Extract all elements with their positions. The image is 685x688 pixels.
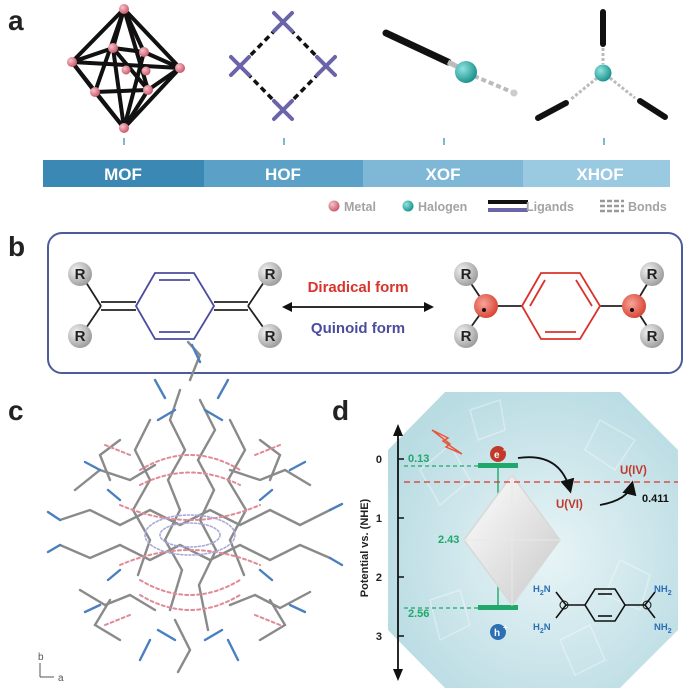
r-group-7: R — [647, 266, 658, 283]
u-vi-label: U(VI) — [556, 499, 583, 511]
valence-band — [478, 605, 518, 610]
equilibrium-arrow — [282, 302, 434, 312]
panel-label-d: d — [332, 395, 349, 426]
r-group-1: R — [75, 266, 86, 283]
legend: Metal Halogen Ligands Bonds — [328, 199, 667, 214]
xof-label: XOF — [426, 165, 461, 184]
cb-value: 0.13 — [408, 453, 429, 465]
axis-b-label: b — [38, 652, 44, 663]
diradical-label: Diradical form — [308, 279, 409, 296]
quinoid-label: Quinoid form — [311, 320, 405, 337]
svg-text:H2N: H2N — [533, 584, 551, 597]
crystal-packing — [46, 340, 344, 674]
lightning-icon — [431, 429, 463, 455]
hof-label: HOF — [265, 165, 301, 184]
electron-transfer-arrow — [517, 456, 575, 494]
vb-value: 2.56 — [408, 608, 429, 620]
legend-bonds: Bonds — [628, 200, 667, 214]
bonds-icon — [600, 199, 624, 213]
hole-icon — [490, 624, 506, 640]
legend-metal: Metal — [344, 200, 376, 214]
h2n-bottom-h: H — [533, 622, 540, 633]
diradical-molecule: R R R R — [454, 262, 664, 348]
framework-bar: MOF HOF XOF XHOF — [43, 160, 670, 187]
r-group-6: R — [461, 328, 472, 345]
r-group-3: R — [265, 266, 276, 283]
legend-ligands: Ligands — [526, 200, 574, 214]
axis-indicator: b a — [38, 652, 64, 684]
metal-icon — [328, 200, 340, 212]
amidinium-ligand: H2N H2N NH2 NH2 — [533, 584, 672, 635]
crystal-diamond-icon — [463, 473, 561, 607]
panel-label-a: a — [8, 5, 24, 36]
svg-text:-: - — [503, 445, 506, 454]
xhof-label: XHOF — [576, 165, 623, 184]
hof-segment — [204, 160, 363, 187]
r-group-5: R — [461, 266, 472, 283]
xhof-motif — [535, 9, 668, 121]
hole-label: h — [494, 628, 500, 639]
legend-halogen: Halogen — [418, 200, 467, 214]
potential-axis: 0 1 2 3 Potential vs. (NHE) — [359, 424, 404, 681]
quinoid-molecule: R R R R — [68, 262, 282, 348]
hof-square — [229, 11, 337, 121]
reduction-arrow — [599, 480, 637, 506]
svg-text:H2N: H2N — [533, 622, 551, 635]
nh2-bottom: NH — [654, 622, 668, 633]
u-potential-value: 0.411 — [642, 493, 669, 505]
svg-text:NH2: NH2 — [654, 622, 672, 635]
ligands-icon — [488, 200, 528, 212]
tick-1: 1 — [376, 513, 382, 525]
tick-2: 2 — [376, 572, 382, 584]
radical-center-left — [474, 294, 498, 318]
mof-label: MOF — [104, 165, 142, 184]
xof-motif — [382, 29, 518, 97]
nh2-top: NH — [654, 584, 668, 595]
h2n-top-h: H — [533, 584, 540, 595]
xhof-segment — [523, 160, 670, 187]
tick-3: 3 — [376, 631, 382, 643]
svg-text:NH2: NH2 — [654, 584, 672, 597]
conduction-band — [478, 463, 518, 468]
panel-label-b: b — [8, 231, 25, 262]
y-axis-title: Potential vs. (NHE) — [359, 498, 371, 597]
tick-0: 0 — [376, 454, 382, 466]
halogen-icon — [402, 200, 414, 212]
r-group-4: R — [265, 328, 276, 345]
svg-text:+: + — [503, 623, 508, 632]
mof-octahedron — [67, 4, 185, 133]
xof-segment — [363, 160, 523, 187]
u-iv-label: U(IV) — [620, 465, 647, 477]
electron-label: e — [494, 450, 500, 461]
r-group-8: R — [647, 328, 658, 345]
panel-b-frame — [47, 232, 683, 374]
axis-a-label: a — [58, 673, 64, 684]
r-group-2: R — [75, 328, 86, 345]
band-gap-value: 2.43 — [438, 534, 459, 546]
radical-center-right — [622, 294, 646, 318]
electron-icon — [490, 446, 506, 462]
panel-label-c: c — [8, 395, 24, 426]
mof-segment — [43, 160, 204, 187]
